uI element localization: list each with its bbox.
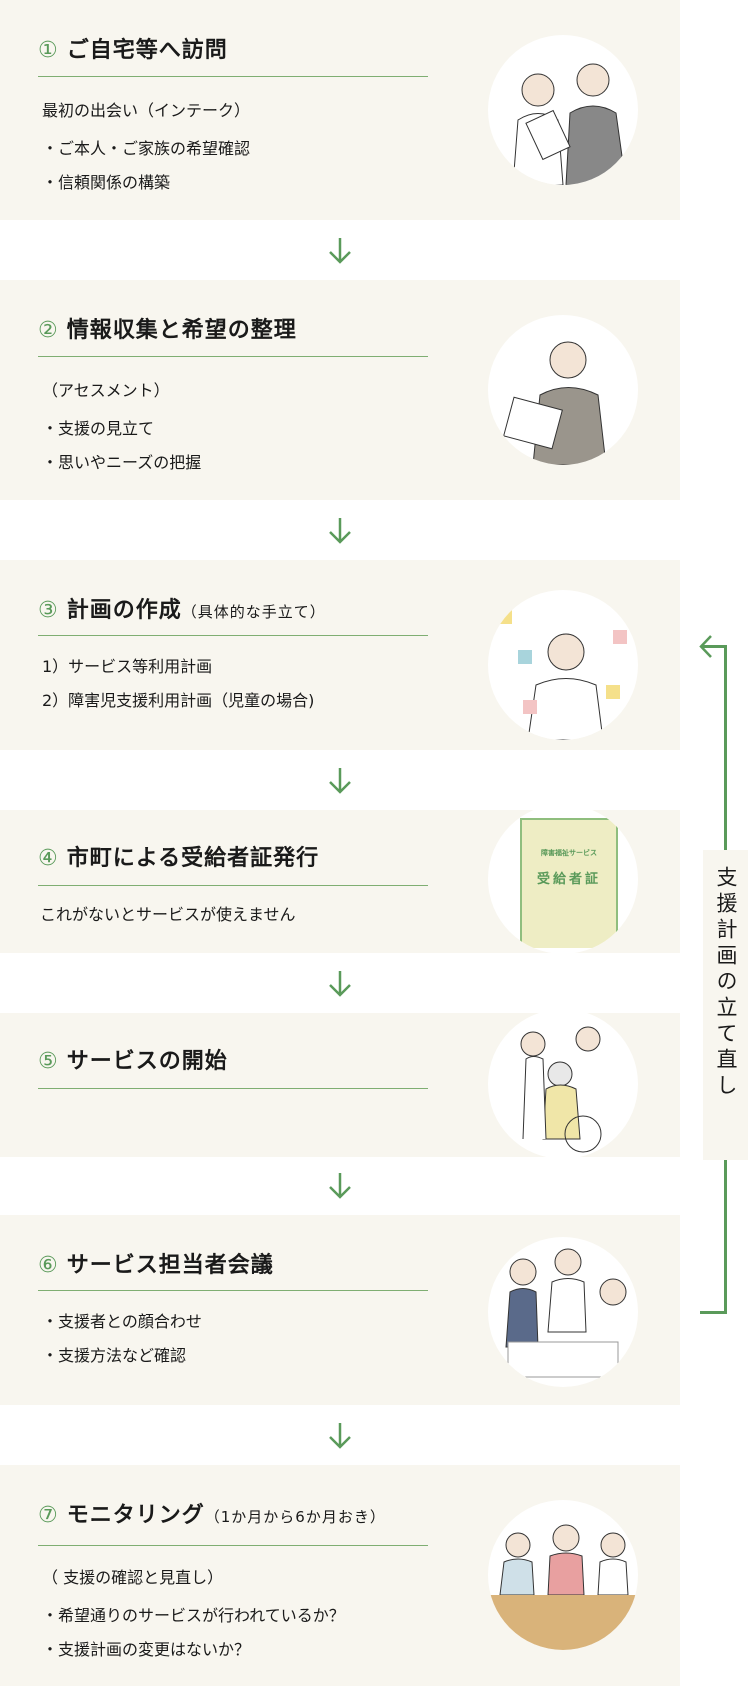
detail-line: ・支援者との顔合わせ bbox=[42, 1312, 202, 1331]
step-5-card: ⑤ サービスの開始 bbox=[0, 1009, 680, 1159]
certificate-illustration: 障害福祉サービス 受給者証 bbox=[488, 804, 638, 954]
assessment-illustration-icon bbox=[488, 315, 638, 465]
arrow-down-icon bbox=[329, 518, 351, 544]
step-details: これがないとサービスが使えません bbox=[40, 898, 296, 932]
step-number: ③ bbox=[38, 598, 59, 623]
certificate-title: 受給者証 bbox=[536, 872, 601, 887]
detail-line: ・支援方法など確認 bbox=[42, 1346, 187, 1365]
step-title-text: モニタリング bbox=[66, 1503, 205, 1528]
step-title-text: ご自宅等へ訪問 bbox=[66, 38, 228, 63]
step-number: ② bbox=[38, 318, 59, 343]
arrow-down-icon bbox=[329, 768, 351, 794]
step-number: ① bbox=[38, 38, 59, 63]
step-4-card: ④ 市町による受給者証発行 これがないとサービスが使えません 障害福祉サービス 受… bbox=[0, 804, 680, 954]
visit-illustration-icon bbox=[488, 35, 638, 185]
step-title-text: サービス担当者会議 bbox=[66, 1253, 274, 1278]
divider bbox=[38, 635, 428, 636]
meeting-illustration-icon bbox=[488, 1237, 638, 1387]
loop-line-top bbox=[702, 645, 727, 648]
step-subtitle: （1か月から6か月おき） bbox=[204, 1508, 386, 1526]
step-number: ⑦ bbox=[38, 1503, 59, 1528]
replan-label: 支援計画の立て直し bbox=[703, 850, 748, 1160]
step-title: ② 情報収集と希望の整理 bbox=[38, 312, 297, 344]
step-details: ・支援者との顔合わせ ・支援方法など確認 bbox=[42, 1305, 202, 1373]
step-title: ① ご自宅等へ訪問 bbox=[38, 32, 228, 64]
monitoring-illustration-icon bbox=[488, 1500, 638, 1650]
step-6-card: ⑥ サービス担当者会議 ・支援者との顔合わせ ・支援方法など確認 bbox=[0, 1215, 680, 1405]
step-details: （ 支援の確認と見直し） ・希望通りのサービスが行われているか？ ・支援計画の変… bbox=[42, 1561, 345, 1667]
arrow-left-icon bbox=[699, 635, 712, 658]
step-subtitle: （具体的な手立て） bbox=[181, 603, 326, 621]
step-details: （アセスメント） ・支援の見立て ・思いやニーズの把握 bbox=[42, 374, 201, 480]
planning-illustration-icon bbox=[488, 590, 638, 740]
step-2-card: ② 情報収集と希望の整理 （アセスメント） ・支援の見立て ・思いやニーズの把握 bbox=[0, 280, 680, 500]
divider bbox=[38, 1088, 428, 1089]
step-number: ⑥ bbox=[38, 1253, 59, 1278]
arrow-down-icon bbox=[329, 1173, 351, 1199]
arrow-down-icon bbox=[329, 238, 351, 264]
detail-line: ・希望通りのサービスが行われているか？ bbox=[42, 1606, 345, 1625]
loop-line-bottom bbox=[700, 1311, 727, 1314]
step-7-card: ⑦ モニタリング（1か月から6か月おき） （ 支援の確認と見直し） ・希望通りのサ… bbox=[0, 1465, 680, 1686]
divider bbox=[38, 356, 428, 357]
divider bbox=[38, 76, 428, 77]
step-title-text: 市町による受給者証発行 bbox=[66, 846, 320, 871]
step-3-card: ③ 計画の作成（具体的な手立て） 1）サービス等利用計画 2）障害児支援利用計画（… bbox=[0, 560, 680, 750]
detail-line: ・支援計画の変更はないか？ bbox=[42, 1640, 251, 1659]
detail-line: ・信頼関係の構築 bbox=[42, 173, 171, 192]
detail-line: ・ご本人・ご家族の希望確認 bbox=[42, 139, 251, 158]
step-number: ④ bbox=[38, 846, 59, 871]
detail-line: 最初の出会い（インテーク） bbox=[42, 101, 251, 120]
step-title: ③ 計画の作成（具体的な手立て） bbox=[38, 592, 326, 624]
step-1-card: ① ご自宅等へ訪問 最初の出会い（インテーク） ・ご本人・ご家族の希望確認 ・信頼… bbox=[0, 0, 680, 220]
step-title-text: 計画の作成 bbox=[66, 598, 182, 623]
detail-line: ・支援の見立て bbox=[42, 419, 155, 438]
certificate-small-text: 障害福祉サービス bbox=[541, 849, 597, 857]
detail-line: これがないとサービスが使えません bbox=[40, 905, 296, 924]
detail-line: 2）障害児支援利用計画（児童の場合) bbox=[42, 691, 315, 710]
service-start-illustration-icon bbox=[488, 1009, 638, 1159]
step-title-text: 情報収集と希望の整理 bbox=[66, 318, 297, 343]
step-title: ⑦ モニタリング（1か月から6か月おき） bbox=[38, 1497, 386, 1529]
detail-line: （ 支援の確認と見直し） bbox=[42, 1568, 224, 1587]
step-details: 1）サービス等利用計画 2）障害児支援利用計画（児童の場合) bbox=[42, 650, 314, 718]
detail-line: 1）サービス等利用計画 bbox=[42, 657, 213, 676]
certificate-icon: 障害福祉サービス 受給者証 bbox=[520, 818, 618, 948]
arrow-down-icon bbox=[329, 1423, 351, 1449]
step-details: 最初の出会い（インテーク） ・ご本人・ご家族の希望確認 ・信頼関係の構築 bbox=[42, 94, 250, 200]
detail-line: （アセスメント） bbox=[42, 381, 170, 400]
divider bbox=[38, 885, 428, 886]
step-title-text: サービスの開始 bbox=[66, 1049, 228, 1074]
divider bbox=[38, 1545, 428, 1546]
step-title: ④ 市町による受給者証発行 bbox=[38, 840, 319, 872]
step-number: ⑤ bbox=[38, 1049, 59, 1074]
detail-line: ・思いやニーズの把握 bbox=[42, 453, 202, 472]
step-title: ⑤ サービスの開始 bbox=[38, 1043, 228, 1075]
divider bbox=[38, 1290, 428, 1291]
arrow-down-icon bbox=[329, 971, 351, 997]
step-title: ⑥ サービス担当者会議 bbox=[38, 1247, 274, 1279]
